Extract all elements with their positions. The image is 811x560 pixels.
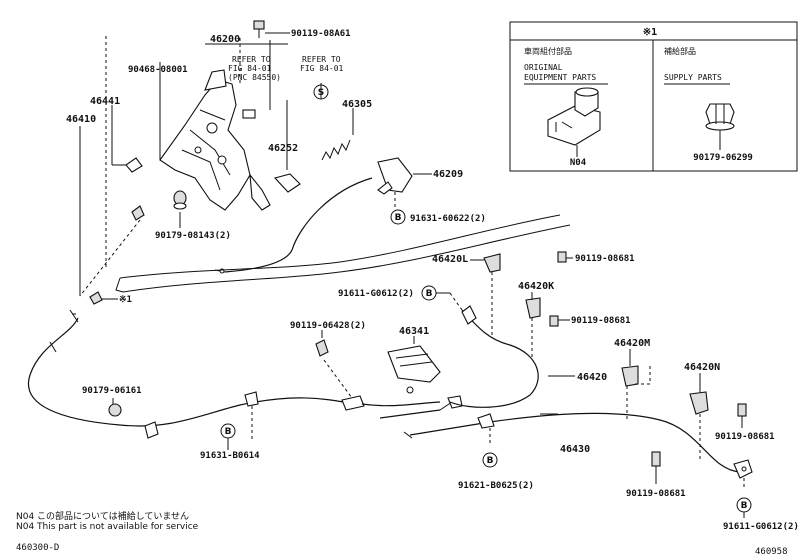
lever-46209-icon: [377, 157, 413, 195]
label-46410: 46410: [66, 114, 96, 125]
circle-marker-b1: B: [390, 209, 406, 225]
svg-text:B: B: [395, 213, 402, 223]
original-clip-icon: [547, 87, 601, 146]
label-91631-60622: 91631-60622(2): [410, 214, 486, 224]
bracket-46341-icon: [387, 345, 441, 394]
label-refer2-a: REFER TO: [302, 55, 341, 64]
note-english: N04 This part is not available for servi…: [16, 522, 199, 532]
nut-90179-08143-icon: [173, 190, 187, 210]
label-46209: 46209: [433, 169, 463, 180]
label-refer1-b: FIG 84-01: [228, 64, 272, 73]
spring-46305-icon: [321, 139, 351, 161]
legend-left-en2: EQUIPMENT PARTS: [524, 73, 596, 82]
clip-46430-icon: [477, 413, 495, 429]
supply-nut-icon: [705, 103, 735, 131]
label-46420: 46420: [577, 372, 607, 383]
clip-main-2-icon: [244, 391, 259, 407]
legend-header: ※1: [643, 27, 657, 38]
label-90119-08681-a: 90119-08681: [575, 254, 635, 264]
legend-left-jp: 車両組付部品: [524, 46, 572, 56]
clip-90179-06161-icon: [108, 403, 122, 417]
label-46420n: 46420N: [684, 362, 720, 373]
label-91621-b0625: 91621-B0625(2): [458, 481, 534, 491]
label-refer2-b: FIG 84-01: [300, 64, 344, 73]
label-90468-08001: 90468-08001: [128, 65, 188, 75]
bracket-46420l-icon: [483, 253, 501, 273]
bracket-46420m-icon: [621, 365, 639, 387]
label-91611-g0612-b: 91611-G0612(2): [723, 522, 799, 532]
legend-right-code: 90179-06299: [693, 153, 753, 163]
clip-lower-icon: [131, 205, 145, 221]
figure-code-right: 460958: [755, 547, 788, 557]
label-refer1-c: (PNC 84550): [228, 73, 281, 82]
cable-end-46420-icon: [461, 305, 477, 325]
bolt-46420l-icon: [557, 251, 567, 263]
clip-46441-icon: [125, 157, 143, 173]
parking-brake-pedal-assembly: [159, 69, 271, 211]
label-90119-08a61: 90119-08A61: [291, 29, 351, 39]
label-90119-06428: 90119-06428(2): [290, 321, 366, 331]
clip-star1-icon: [89, 291, 103, 305]
bolt-90119-08a61-icon: [253, 20, 265, 38]
bolt-46420k-icon: [549, 315, 559, 327]
label-46420l: 46420L: [432, 254, 468, 265]
label-46252: 46252: [268, 143, 298, 154]
label-90119-08681-d: 90119-08681: [626, 489, 686, 499]
label-46441: 46441: [90, 96, 120, 107]
svg-text:B: B: [426, 289, 433, 299]
label-46430: 46430: [560, 444, 590, 455]
legend-left-en1: ORIGINAL: [524, 63, 563, 72]
label-46200: 46200: [210, 34, 240, 45]
circle-marker-b2: B: [421, 285, 437, 301]
bracket-46420k-icon: [525, 297, 541, 319]
figure-code-left: 460300-D: [16, 543, 60, 553]
label-star-ref: ※1: [119, 295, 132, 305]
label-refer1-a: REFER TO: [232, 55, 271, 64]
label-90119-08681-c: 90119-08681: [715, 432, 775, 442]
bracket-46420n-icon: [689, 391, 709, 415]
circle-marker-b3: B: [220, 423, 236, 439]
circle-marker-b4: B: [482, 452, 498, 468]
legend-right-en: SUPPLY PARTS: [664, 73, 722, 82]
note-japanese: N04 この部品については補給していません: [16, 512, 190, 522]
label-46341: 46341: [399, 326, 429, 337]
label-91611-g0612-a: 91611-G0612(2): [338, 289, 414, 299]
equalizer-icon: [341, 395, 365, 411]
legend-left-code: N04: [570, 158, 587, 168]
bolt-46420n-icon: [737, 403, 747, 417]
label-46420k: 46420K: [518, 281, 554, 292]
label-46305: 46305: [342, 99, 372, 110]
circle-marker-b5: B: [736, 497, 752, 513]
bolt-90119-08681-d-icon: [651, 451, 661, 467]
label-90119-08681-b: 90119-08681: [571, 316, 631, 326]
cable-end-46430-icon: [733, 459, 753, 479]
label-46420m: 46420M: [614, 338, 650, 349]
legend-box: ※1 車両組付部品 ORIGINAL EQUIPMENT PARTS N04 補…: [509, 21, 798, 172]
bracket-46252-icon: [273, 173, 301, 193]
svg-text:B: B: [225, 427, 232, 437]
legend-right-jp: 補給部品: [664, 46, 696, 56]
label-90179-08143: 90179-08143(2): [155, 231, 231, 241]
clip-main-1-icon: [144, 421, 159, 439]
bolt-90119-06428-icon: [315, 330, 329, 357]
svg-text:B: B: [741, 501, 748, 511]
label-90179-06161: 90179-06161: [82, 386, 142, 396]
svg-text:B: B: [487, 456, 494, 466]
label-91631-b0614: 91631-B0614: [200, 451, 260, 461]
